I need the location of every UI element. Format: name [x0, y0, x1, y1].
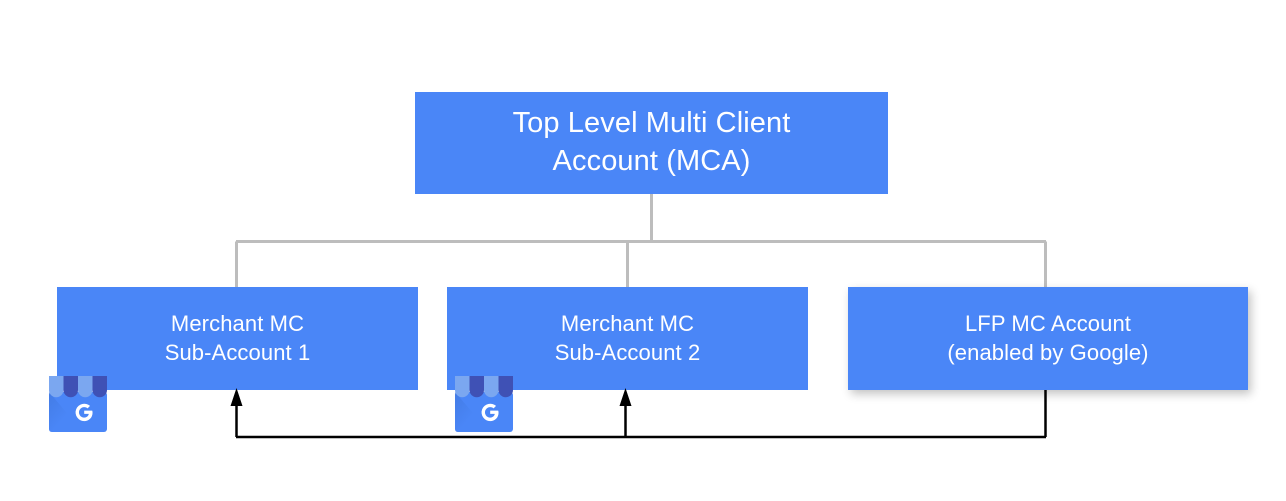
- storefront-body-shadow: [49, 392, 83, 432]
- node-merchant-mc-sub-account-2-line-1: Merchant MC: [560, 310, 695, 336]
- node-merchant-mc-sub-account-1[interactable]: Merchant MC Sub-Account 1: [57, 287, 418, 390]
- node-lfp-mc-account[interactable]: LFP MC Account (enabled by Google): [848, 287, 1248, 390]
- google-my-business-storefront-icon: [455, 376, 513, 432]
- node-merchant-mc-sub-account-1-line-2: Sub-Account 1: [164, 339, 311, 365]
- arrowhead-to-sub-account-2: [619, 388, 632, 406]
- node-top-level-mca[interactable]: Top Level Multi Client Account (MCA): [415, 92, 888, 194]
- node-top-level-mca-line-1: Top Level Multi Client: [512, 107, 791, 140]
- node-top-level-mca-line-2: Account (MCA): [552, 145, 751, 177]
- storefront-awning: [455, 376, 513, 398]
- node-merchant-mc-sub-account-1-line-1: Merchant MC: [170, 310, 305, 336]
- google-g-letter: [75, 403, 93, 422]
- storefront-body-shadow: [455, 392, 489, 432]
- google-g-letter: [481, 403, 499, 422]
- arrowhead-to-sub-account-1: [230, 388, 243, 406]
- node-merchant-mc-sub-account-2[interactable]: Merchant MC Sub-Account 2: [447, 287, 808, 390]
- node-merchant-mc-sub-account-2-line-2: Sub-Account 2: [554, 339, 701, 365]
- google-my-business-storefront-icon: [49, 376, 107, 432]
- node-lfp-mc-account-line-1: LFP MC Account: [964, 310, 1132, 336]
- node-lfp-mc-account-line-2: (enabled by Google): [947, 339, 1149, 365]
- storefront-awning: [49, 376, 107, 398]
